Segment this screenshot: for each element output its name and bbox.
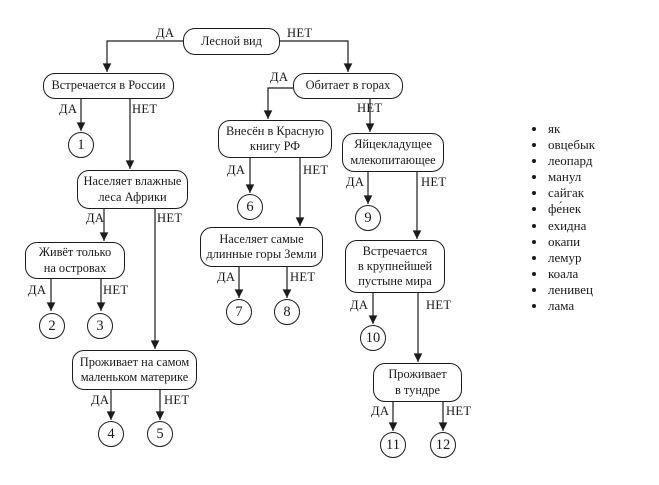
node-found-in-russia: Встречается в России xyxy=(43,73,174,99)
animal-list-item: лама xyxy=(547,298,595,314)
result-circle-5: 5 xyxy=(147,421,173,447)
node-forest-species: Лесной вид xyxy=(183,28,280,55)
result-circle-2: 2 xyxy=(39,313,65,339)
label-no-mountains: НЕТ xyxy=(357,101,383,115)
label-yes-africa: ДА xyxy=(86,211,105,225)
result-circle-12: 12 xyxy=(430,432,456,458)
node-egg-laying-mammal: Яйцекладущее млекопитающее xyxy=(342,133,444,172)
label-no-longest-mountains: НЕТ xyxy=(290,270,316,284)
label-yes-root: ДА xyxy=(156,26,175,40)
animal-list-item: ленивец xyxy=(547,282,595,298)
node-smallest-continent: Проживает на самом маленьком материке xyxy=(72,350,197,390)
result-circle-11: 11 xyxy=(380,432,406,458)
animal-list-item: манул xyxy=(547,169,595,185)
label-yes-egg-laying: ДА xyxy=(346,175,365,189)
label-yes-tundra: ДА xyxy=(371,404,390,418)
label-no-africa: НЕТ xyxy=(157,211,183,225)
result-circle-4: 4 xyxy=(98,421,124,447)
label-yes-russia: ДА xyxy=(59,102,78,116)
animal-list-item: сайгак xyxy=(547,185,595,201)
label-yes-red-book: ДА xyxy=(227,163,246,177)
node-islands-only: Живёт только на островах xyxy=(25,242,125,279)
node-longest-mountains: Населяет самые длинные горы Земли xyxy=(200,227,323,267)
label-no-root: НЕТ xyxy=(287,26,313,40)
node-africa-rainforests: Населяет влажные леса Африки xyxy=(77,170,188,209)
result-circle-3: 3 xyxy=(87,313,113,339)
node-lives-in-mountains: Обитает в горах xyxy=(293,73,403,99)
animal-list-item: лемур xyxy=(547,250,595,266)
animal-list-item: леопард xyxy=(547,153,595,169)
label-no-tundra: НЕТ xyxy=(446,404,472,418)
result-circle-6: 6 xyxy=(237,194,263,220)
node-red-book: Внесён в Красную книгу РФ xyxy=(218,120,332,158)
result-circle-8: 8 xyxy=(274,299,300,325)
label-no-russia: НЕТ xyxy=(132,102,158,116)
animal-list-item: окапи xyxy=(547,234,595,250)
node-tundra: Проживает в тундре xyxy=(373,363,462,402)
result-circle-9: 9 xyxy=(355,205,381,231)
label-yes-longest-mountains: ДА xyxy=(217,270,236,284)
animal-list-item: як xyxy=(547,121,595,137)
label-no-continent: НЕТ xyxy=(164,393,190,407)
result-circle-10: 10 xyxy=(360,325,386,351)
animal-list-item: коала xyxy=(547,266,595,282)
animal-list: як овцебык леопард манул сайгак фе́нек е… xyxy=(524,121,595,314)
label-yes-islands: ДА xyxy=(28,283,47,297)
label-yes-desert: ДА xyxy=(350,298,369,312)
node-largest-desert: Встречается в крупнейшей пустыне мира xyxy=(345,240,445,293)
animal-list-item: фе́нек xyxy=(547,201,595,217)
label-no-desert: НЕТ xyxy=(426,298,452,312)
animal-list-item: овцебык xyxy=(547,137,595,153)
label-yes-mountains: ДА xyxy=(270,70,289,84)
label-no-egg-laying: НЕТ xyxy=(421,175,447,189)
label-no-islands: НЕТ xyxy=(103,283,129,297)
animal-list-item: ехидна xyxy=(547,218,595,234)
result-circle-1: 1 xyxy=(68,132,94,158)
label-yes-continent: ДА xyxy=(91,393,110,407)
label-no-red-book: НЕТ xyxy=(303,163,329,177)
result-circle-7: 7 xyxy=(226,299,252,325)
